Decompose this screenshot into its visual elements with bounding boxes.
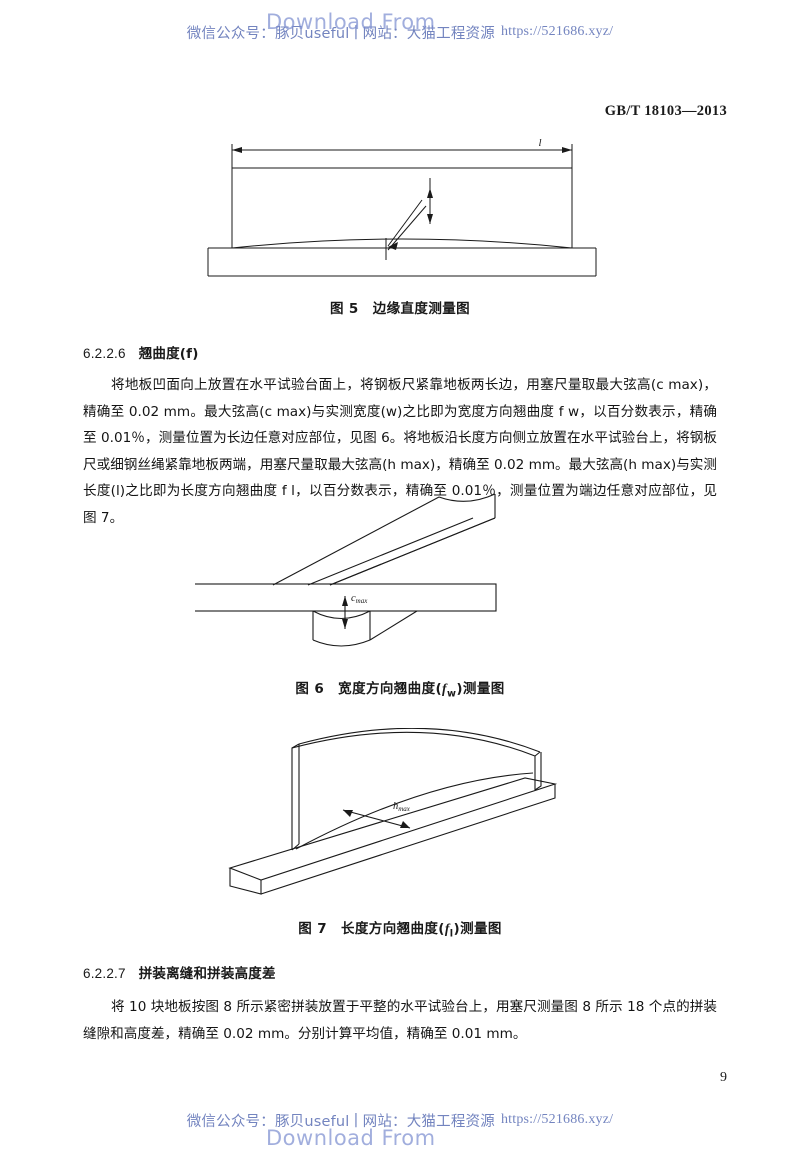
figure-7-drawing: hmax	[195, 728, 615, 913]
section-heading-6-2-2-7: 6.2.2.7 拼装离缝和拼装高度差	[83, 962, 276, 982]
watermark-separator-bottom: |	[353, 1112, 359, 1128]
figure-5-label-length: l	[538, 138, 541, 149]
page-number: 9	[720, 1070, 727, 1085]
figure-6-label-cmax: cmax	[351, 593, 368, 605]
watermark-url: https://521686.xyz/	[500, 24, 614, 39]
running-head-standard-id: GB/T 18103—2013	[605, 103, 727, 120]
watermark-site-name: 大猫工程资源	[406, 25, 495, 42]
section-heading-6-2-2-6: 6.2.2.6 翘曲度(f)	[83, 342, 199, 362]
watermark-wechat-name-bottom: 豚贝useful	[274, 1113, 350, 1130]
figure-5-drawing: l	[190, 138, 610, 283]
watermark-site-name-bottom: 大猫工程资源	[406, 1113, 495, 1130]
watermark-wechat-name: 豚贝useful	[274, 25, 350, 42]
section-title-6-2-2-6: 翘曲度(f)	[138, 346, 199, 362]
standard-id-text: GB/T 18103—2013	[604, 103, 727, 119]
watermark-wechat-label: 微信公众号：	[186, 25, 275, 42]
figure-5-caption-number: 图 5	[329, 301, 359, 317]
section-body-6-2-2-6: 将地板凹面向上放置在水平试验台面上，将钢板尺紧靠地板两长边，用塞尺量取最大弦高(…	[83, 377, 717, 526]
watermark-site-label-bottom: 网站：	[362, 1113, 407, 1130]
watermark-url-bottom: https://521686.xyz/	[500, 1112, 614, 1127]
figure-7-caption: 图 7 长度方向翘曲度(fl)测量图	[0, 917, 800, 940]
watermark-wechat-label-bottom: 微信公众号：	[186, 1113, 275, 1130]
figure-6-caption-number: 图 6	[295, 681, 325, 697]
figure-7-label-hmax: hmax	[393, 801, 411, 813]
figure-5-caption-title: 边缘直度测量图	[372, 301, 471, 317]
figure-6-caption-title: 宽度方向翘曲度(fw)测量图	[338, 681, 505, 700]
watermark-download-overlay-top: Download From	[266, 10, 436, 34]
section-title-6-2-2-7: 拼装离缝和拼装高度差	[138, 966, 276, 982]
watermark-separator: |	[353, 24, 359, 40]
section-body-6-2-2-7: 将 10 块地板按图 8 所示紧密拼装放置于平整的水平试验台上，用塞尺测量图 8…	[83, 999, 717, 1042]
watermark-top: 微信公众号：豚贝useful|网站：大猫工程资源 https://521686.x…	[0, 12, 800, 52]
section-number-6-2-2-6: 6.2.2.6	[83, 346, 126, 361]
figure-6-drawing: cmax	[195, 492, 615, 667]
figure-7-caption-number: 图 7	[298, 921, 327, 937]
figure-5-caption: 图 5 边缘直度测量图	[0, 297, 800, 317]
section-number-6-2-2-7: 6.2.2.7	[83, 966, 126, 981]
watermark-bottom: 微信公众号：豚贝useful|网站：大猫工程资源 https://521686.x…	[0, 1100, 800, 1140]
figure-6-caption: 图 6 宽度方向翘曲度(fw)测量图	[0, 677, 800, 700]
figure-7-caption-title: 长度方向翘曲度(fl)测量图	[341, 921, 502, 940]
watermark-site-label: 网站：	[362, 25, 407, 42]
watermark-download-overlay-bottom: Download From	[266, 1126, 436, 1150]
